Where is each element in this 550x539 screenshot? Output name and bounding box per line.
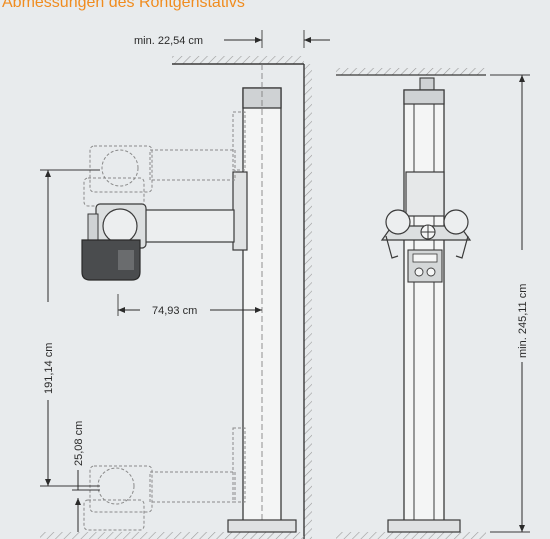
- ceiling-gap-label: min. 22,54 cm: [134, 35, 203, 47]
- panel-knob-left-icon: [414, 267, 424, 277]
- front-handle-left: [385, 209, 411, 235]
- dim-vertical-travel: 191,14 cm: [40, 169, 100, 487]
- diagram-title: Abmessungen des Röntgenstativs: [2, 0, 245, 11]
- panel-knob-right-icon: [426, 267, 436, 277]
- front-arm-right: [455, 235, 469, 259]
- front-top-mount: [419, 77, 435, 91]
- dim-floor-height: 25,08 cm: [72, 421, 100, 532]
- tube-main-position: [81, 203, 235, 281]
- carriage-upper-dashed: [232, 111, 246, 171]
- front-floor-hatch: [336, 532, 486, 539]
- floor-height-label: 25,08 cm: [73, 421, 85, 466]
- front-tube-housing: [405, 171, 445, 217]
- wall-hatch: [304, 64, 312, 539]
- front-view: min. 245,11 cm: [336, 68, 530, 539]
- front-column-base: [387, 519, 461, 533]
- vertical-travel-label: 191,14 cm: [43, 343, 55, 394]
- floor-hatch: [40, 532, 304, 539]
- total-height-label: min. 245,11 cm: [517, 284, 529, 358]
- side-view: min. 22,54 cm 74,93 cm 191,14 cm: [40, 30, 330, 539]
- dim-ceiling-gap: min. 22,54 cm: [134, 30, 330, 48]
- front-column: [403, 89, 445, 523]
- dim-horizontal-reach: 74,93 cm: [117, 294, 262, 317]
- carriage: [232, 171, 248, 251]
- front-ceiling-hatch: [336, 68, 486, 75]
- side-column: [242, 87, 282, 523]
- carriage-lower-dashed: [232, 427, 246, 503]
- tube-lower-position: [83, 465, 236, 531]
- dim-total-height: min. 245,11 cm: [490, 74, 530, 533]
- horizontal-reach-label: 74,93 cm: [152, 305, 197, 317]
- front-handle-right: [443, 209, 469, 235]
- ceiling-hatch: [172, 56, 304, 64]
- front-arm-left: [385, 235, 399, 259]
- side-column-base: [227, 519, 297, 533]
- tube-upper-position: [83, 145, 236, 207]
- front-column-top: [403, 89, 445, 105]
